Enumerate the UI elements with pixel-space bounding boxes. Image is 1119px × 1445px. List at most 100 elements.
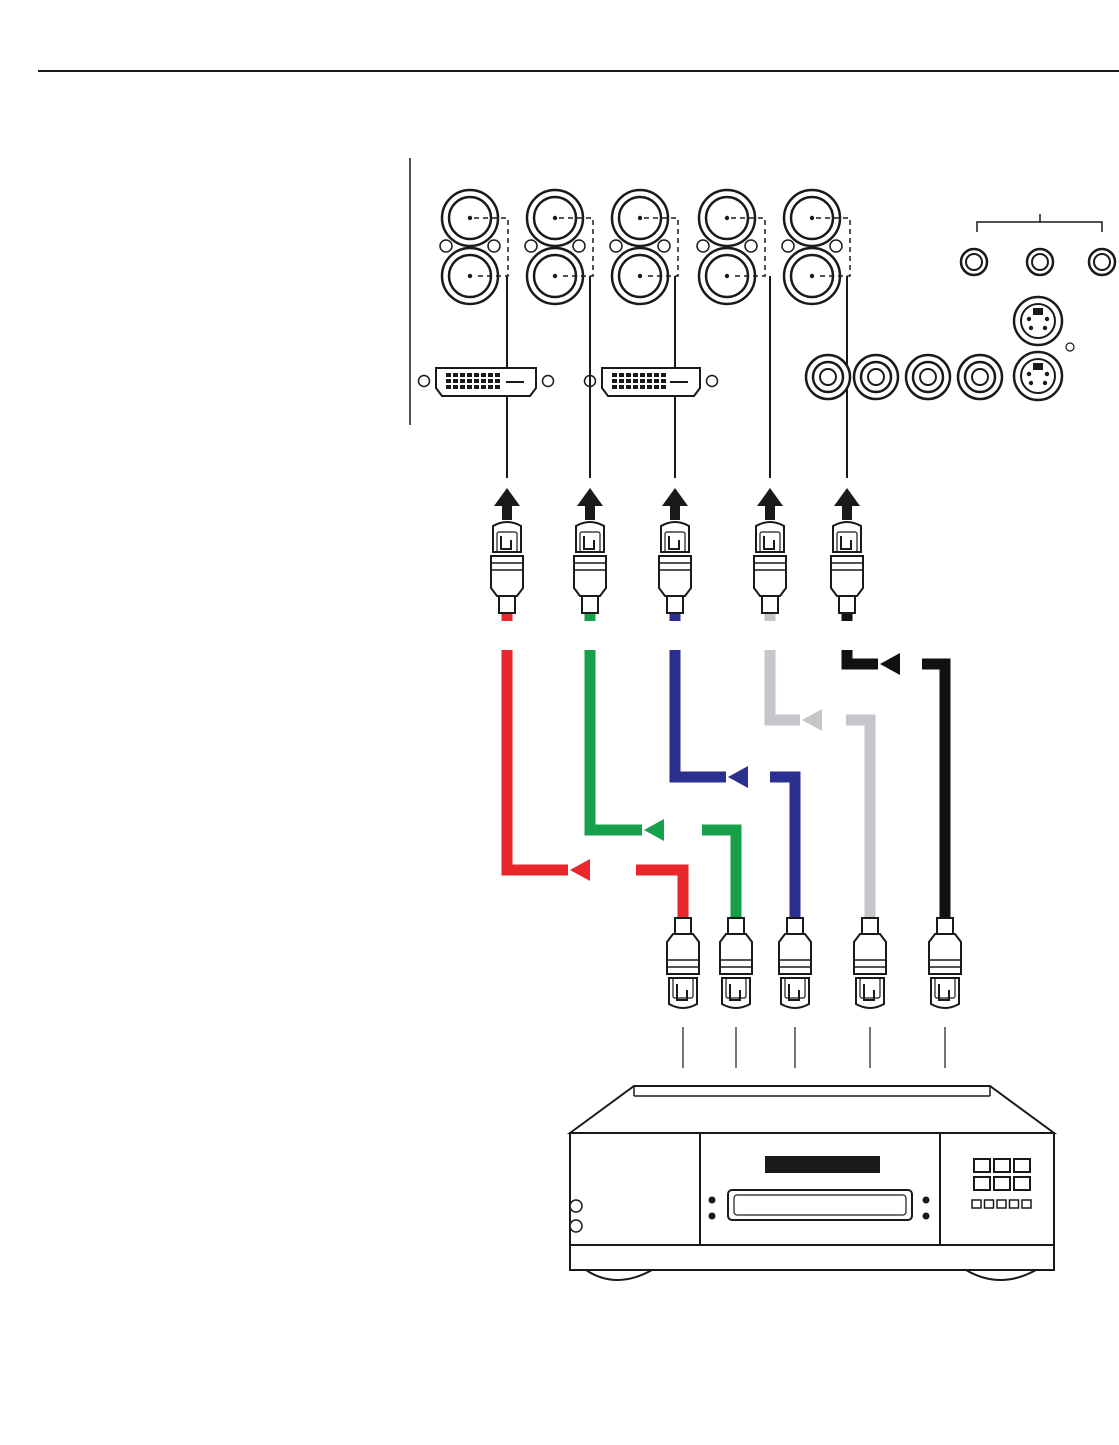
up-arrow-icon — [494, 488, 520, 520]
plug-boot — [728, 918, 744, 934]
device-indicator — [923, 1197, 930, 1204]
dvi-pin — [481, 385, 486, 389]
dvi-screw-hole — [707, 376, 718, 387]
bnc-input-group — [440, 190, 850, 478]
device-display — [765, 1156, 880, 1173]
small-jack — [1089, 249, 1115, 275]
red-arrow — [570, 859, 590, 881]
dvi-pin — [481, 373, 486, 377]
plug-body — [779, 934, 811, 974]
svideo-pin — [1029, 326, 1033, 330]
device-button — [1014, 1177, 1030, 1190]
plug-body — [720, 934, 752, 974]
bnc-column — [610, 190, 678, 478]
up-arrow-icon — [577, 488, 603, 520]
dvi-pin — [661, 379, 666, 383]
top-connector-group — [491, 488, 863, 613]
plug-boot — [839, 596, 855, 613]
red-cable — [636, 870, 683, 918]
blue-cable — [770, 777, 795, 918]
dvi-pin — [453, 379, 458, 383]
device-indicator — [709, 1197, 716, 1204]
gray-cable — [770, 650, 800, 720]
rca-jack — [906, 355, 950, 399]
blue-arrow — [728, 766, 748, 788]
bnc-mount-hole — [697, 240, 709, 252]
dvi-pin — [495, 385, 500, 389]
cable-group — [507, 613, 945, 918]
svideo-pin — [1027, 317, 1031, 321]
gray-arrow — [802, 709, 822, 731]
rca-jack — [854, 355, 898, 399]
black-cable — [922, 664, 945, 918]
plug-body — [754, 556, 786, 596]
dvi-pin — [488, 373, 493, 377]
dvi-pin — [661, 373, 666, 377]
bnc-mount-hole — [658, 240, 670, 252]
dvi-port — [585, 368, 718, 396]
bnc-mount-hole — [488, 240, 500, 252]
svideo-jack — [1014, 352, 1062, 400]
plug-boot — [582, 596, 598, 613]
bnc-mount-hole — [745, 240, 757, 252]
dvi-pin — [453, 373, 458, 377]
device-small-button — [1022, 1200, 1031, 1208]
bnc-plug-down — [929, 918, 961, 1068]
small-jack-outer — [961, 249, 987, 275]
blue-cable — [675, 650, 726, 777]
bnc-jack-pin — [468, 274, 472, 278]
plug-body — [574, 556, 606, 596]
bnc-plug-up — [574, 488, 606, 613]
plug-body — [659, 556, 691, 596]
plug-body — [854, 934, 886, 974]
dvi-pin — [488, 385, 493, 389]
dvi-pin — [626, 373, 631, 377]
bnc-plug-down — [720, 918, 752, 1068]
dvi-pin — [619, 373, 624, 377]
plug-body — [491, 556, 523, 596]
dvi-pin — [612, 373, 617, 377]
dvi-pin — [661, 385, 666, 389]
plug-boot — [762, 596, 778, 613]
bnc-jack-pin — [725, 216, 729, 220]
bnc-jack-pin — [468, 216, 472, 220]
dvi-pin — [467, 373, 472, 377]
dvi-pin — [633, 385, 638, 389]
dvi-pin — [495, 379, 500, 383]
green-cable — [702, 830, 736, 918]
small-jack-outer — [1089, 249, 1115, 275]
up-arrow-icon — [662, 488, 688, 520]
green-cable — [590, 650, 642, 830]
dvi-pin — [626, 379, 631, 383]
svideo-key — [1033, 308, 1043, 315]
dvi-screw-hole — [543, 376, 554, 387]
dvi-pin — [488, 379, 493, 383]
plug-boot — [937, 918, 953, 934]
small-jack-outer — [1027, 249, 1053, 275]
rca-jack — [806, 355, 850, 399]
dvi-pin — [619, 385, 624, 389]
small-jack — [961, 249, 987, 275]
device-indicator — [923, 1213, 930, 1220]
small-jack-group — [961, 214, 1115, 275]
rca-jack — [958, 355, 1002, 399]
dvi-pin — [481, 379, 486, 383]
plug-boot — [862, 918, 878, 934]
red-cable — [507, 650, 568, 870]
bnc-jack-pin — [553, 216, 557, 220]
svideo-pin — [1029, 381, 1033, 385]
bnc-plug-up — [754, 488, 786, 613]
input-panel — [410, 158, 1115, 478]
device-foot — [966, 1270, 1036, 1280]
svideo-pin — [1043, 381, 1047, 385]
bnc-jack-pin — [638, 216, 642, 220]
svideo-pin — [1027, 372, 1031, 376]
device-foot — [586, 1270, 652, 1280]
bnc-plug-up — [659, 488, 691, 613]
bnc-plug-down — [779, 918, 811, 1068]
device-button — [994, 1159, 1010, 1172]
dvi-pin — [460, 373, 465, 377]
bnc-column — [697, 190, 770, 478]
device-button — [974, 1177, 990, 1190]
